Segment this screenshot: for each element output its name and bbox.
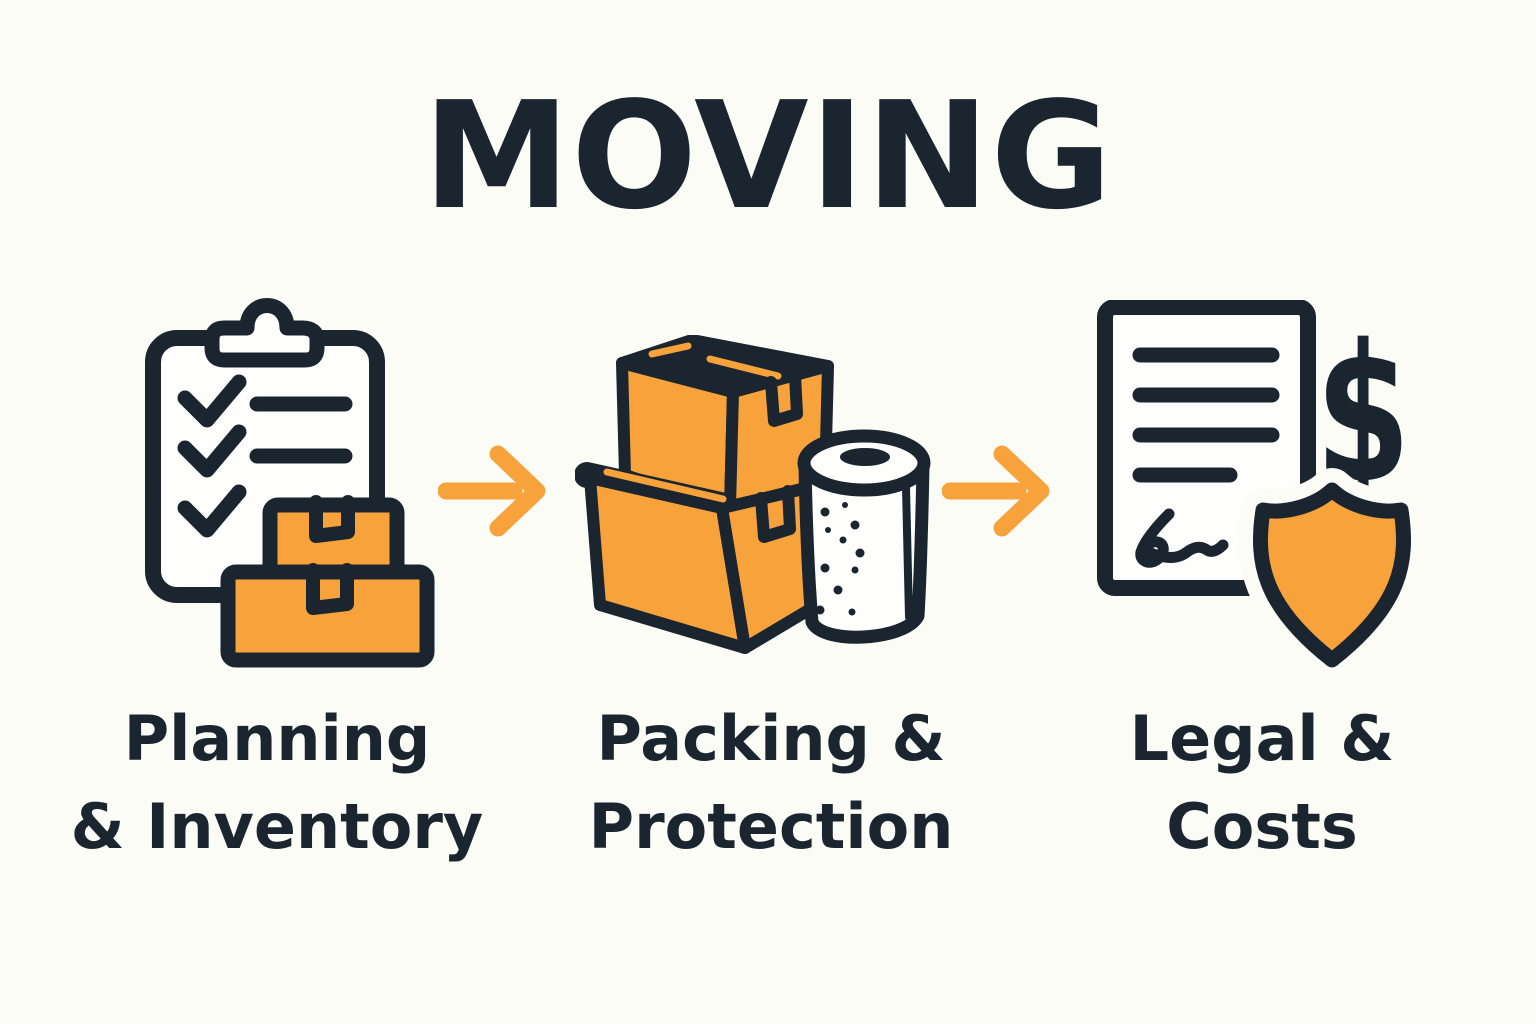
stage-label-line: & Inventory: [70, 790, 484, 863]
arrow-right-icon: [438, 445, 546, 537]
box-tape-notch: [306, 563, 354, 615]
roll-seam: [902, 483, 913, 621]
box-tape-tab: [765, 369, 803, 427]
stage-label-line: Costs: [1166, 790, 1358, 863]
stage-label-planning-inventory: Planning & Inventory: [47, 695, 507, 871]
clipboard-clip: [204, 298, 325, 368]
checklist-checkmarks: [177, 374, 247, 538]
bubble-wrap-roll: [797, 429, 931, 644]
checklist-lines: [249, 396, 353, 464]
document-text-lines: [1132, 347, 1280, 483]
box-tape-tab: [755, 485, 796, 543]
stage-label-line: Protection: [588, 790, 954, 863]
bubble-dots: [815, 502, 865, 616]
lid-flap-seam: [706, 355, 782, 380]
checkmark-icon: [177, 424, 247, 478]
contract-dollar-shield-icon: $: [1097, 300, 1425, 675]
stage-label-line: Packing &: [596, 702, 946, 775]
stage-label-line: Legal &: [1129, 702, 1395, 775]
clipboard-checklist-boxes-icon: [145, 298, 435, 668]
signature-squiggle: [1135, 508, 1229, 568]
roll-core-hole: [840, 448, 890, 466]
inventory-box-small: [262, 495, 405, 583]
checkmark-icon: [177, 374, 247, 428]
lid-flap-seam: [648, 342, 692, 358]
arrow-right-icon: [942, 445, 1050, 537]
stage-label-packing-protection: Packing & Protection: [541, 695, 1001, 871]
lid-flap-seam: [603, 468, 727, 503]
box-tape-notch: [309, 495, 355, 543]
moving-boxes-bubble-wrap-icon: [575, 335, 931, 654]
checkmark-icon: [177, 484, 247, 538]
page-title: MOVING: [422, 70, 1114, 242]
stage-label-line: Planning: [123, 702, 431, 775]
packing-box-bottom: [575, 462, 818, 654]
protection-shield-icon: [1238, 468, 1425, 675]
stage-label-legal-costs: Legal & Costs: [1032, 695, 1492, 871]
inventory-box-large: [220, 563, 435, 668]
